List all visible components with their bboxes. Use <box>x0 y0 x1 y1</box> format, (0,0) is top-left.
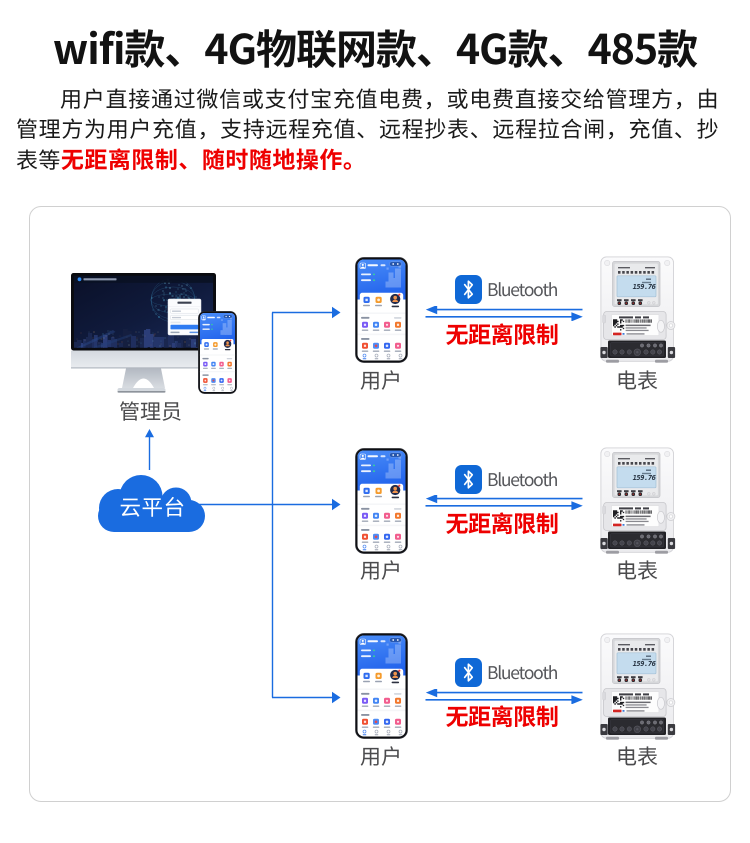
intro-text: 用户直接通过微信或支付宝充值电费，或电费直接交给管理方，由管理方为用户充值，支持… <box>16 82 719 175</box>
no-distance-limit-label: 无距离限制 <box>445 315 559 350</box>
bluetooth-icon <box>455 465 482 494</box>
admin-monitor-graphic <box>71 273 216 393</box>
electric-meter-graphic <box>600 256 676 364</box>
bluetooth-icon <box>455 658 482 687</box>
cloud-label: 云平台 <box>119 491 186 522</box>
cloud-icon <box>98 475 205 532</box>
user-phone-graphic <box>355 633 408 739</box>
intro-paragraph: 用户直接通过微信或支付宝充值电费，或电费直接交给管理方，由管理方为用户充值，支持… <box>16 83 719 174</box>
electric-meter-graphic <box>600 633 676 741</box>
user-label: 用户 <box>360 364 402 395</box>
login-panel <box>167 298 202 336</box>
admin-phone-graphic <box>198 311 237 394</box>
user-phone-graphic <box>355 257 408 363</box>
admin-label: 管理员 <box>119 396 182 426</box>
branch-arrowhead-icon <box>332 498 341 511</box>
branch-arrowhead-icon <box>332 691 341 704</box>
meter-label: 电表 <box>616 741 658 771</box>
user-phone-graphic <box>355 448 408 554</box>
user-label: 用户 <box>360 555 402 585</box>
bluetooth-label: Bluetooth <box>487 467 558 492</box>
electric-meter-graphic <box>600 447 676 555</box>
branch-arrowhead-icon <box>332 306 341 319</box>
page-title: wifi款、4G物联网款、4G款、485款 <box>52 16 698 76</box>
intro-highlight: 无距离限制、随时随地操作。 <box>60 141 367 175</box>
bluetooth-label: Bluetooth <box>487 276 558 302</box>
no-distance-limit-label: 无距离限制 <box>445 504 559 539</box>
user-label: 用户 <box>360 741 402 771</box>
meter-label: 电表 <box>616 364 658 395</box>
meter-label: 电表 <box>616 555 658 585</box>
no-distance-limit-label: 无距离限制 <box>445 698 559 732</box>
bluetooth-label: Bluetooth <box>487 660 558 685</box>
bluetooth-icon <box>455 275 482 304</box>
up-arrowhead-icon <box>145 429 154 438</box>
